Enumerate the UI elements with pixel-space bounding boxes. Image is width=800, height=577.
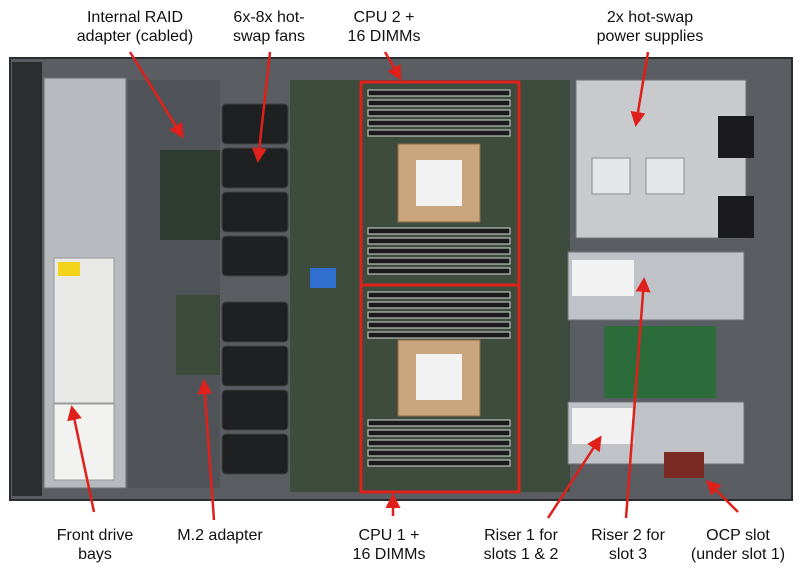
blue-latch (310, 268, 336, 288)
cpu2-arrow (383, 51, 402, 81)
m2-label: M.2 adapter (177, 527, 263, 544)
raid-area (128, 80, 220, 488)
cpu2-label-text: CPU 2 + 16 DIMMs (347, 9, 421, 45)
pcie-card (604, 326, 716, 398)
ocp-label: OCP slot (under slot 1) (690, 527, 786, 563)
m2-adapter (176, 295, 220, 375)
front-bezel (12, 62, 42, 496)
riser1-label: Riser 1 for slots 1 & 2 (483, 527, 559, 563)
cpu1-label-text: CPU 1 + 16 DIMMs (352, 527, 426, 563)
psu-arrow (630, 51, 650, 127)
cpu1-label (416, 354, 462, 400)
raid-adapter (160, 150, 220, 240)
fan-bank (221, 103, 289, 475)
psu-handle (718, 196, 754, 238)
riser2-arrow (624, 277, 651, 519)
ocp-arrow (705, 479, 739, 513)
psu-handle (718, 116, 754, 158)
raid-adapter-label: Internal RAID adapter (cabled) (76, 9, 194, 45)
raid-arrow (128, 51, 184, 139)
riser2-label: Riser 2 for slot 3 (591, 527, 665, 563)
fans-label: 6x-8x hot- swap fans (232, 9, 306, 45)
psu-label: 2x hot-swap power supplies (596, 9, 704, 45)
dimm-slots-cpu2 (367, 89, 511, 275)
m2-arrow (197, 379, 216, 521)
front-drive-label: Front drive bays (56, 527, 134, 563)
cpu2-label (416, 160, 462, 206)
front-drive-arrow (67, 405, 96, 513)
psu-vent (645, 157, 685, 195)
dimm-slots-cpu1 (367, 291, 511, 467)
ocp-slot (664, 452, 704, 478)
riser-2-bracket (572, 260, 634, 296)
drive-label-panel (53, 403, 115, 481)
drive-label-panel (53, 257, 115, 404)
warning-sticker (58, 262, 80, 276)
fans-arrow (251, 51, 272, 163)
cpu-dimm-highlight (359, 80, 521, 494)
riser-1-bracket (572, 408, 634, 444)
riser1-arrow (546, 435, 602, 519)
psu-vent (591, 157, 631, 195)
